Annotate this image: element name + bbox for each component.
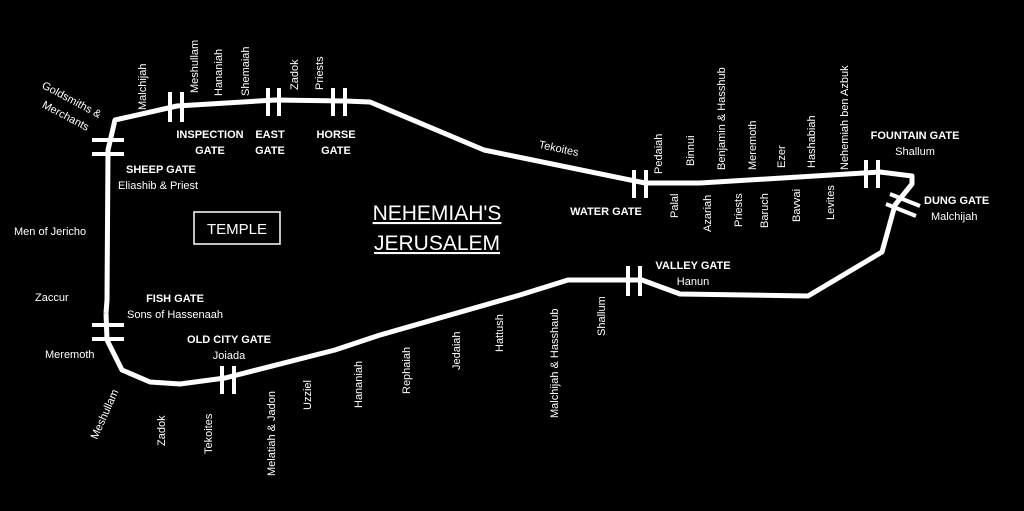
builder-baruch: Baruch xyxy=(759,193,771,228)
builder-binnui: Binnui xyxy=(685,135,697,166)
builder-shemaiah: Shemaiah xyxy=(240,46,252,96)
builder-ezer: Ezer xyxy=(776,145,788,168)
builder-pedaiah: Pedaiah xyxy=(653,134,665,174)
builder-meremoth-west: Meremoth xyxy=(45,349,95,361)
map-title-line2: JERUSALEM xyxy=(374,232,500,255)
builder-priests-north: Priests xyxy=(314,56,326,90)
sheep-gate-name: SHEEP GATE xyxy=(126,164,196,176)
dung-gate-marker xyxy=(885,192,921,218)
east-gate-line1: EAST xyxy=(255,129,285,141)
city-wall xyxy=(103,97,915,387)
east-gate-marker xyxy=(266,88,281,116)
map-title-line1: NEHEMIAH'S xyxy=(373,202,502,225)
sheep-gate-marker xyxy=(92,138,124,156)
builder-meshullam-south: Meshullam xyxy=(89,388,122,441)
builder-hashabiah: Hashabiah xyxy=(806,115,818,168)
fountain-gate-marker xyxy=(864,160,880,188)
old-city-gate-name: OLD CITY GATE xyxy=(187,334,271,346)
east-gate-line2: GATE xyxy=(255,145,285,157)
builder-bavvai: Bavvai xyxy=(791,189,803,222)
builder-tekoites-north: Tekoites xyxy=(538,139,580,159)
builder-rephaiah: Rephaiah xyxy=(401,347,413,394)
builder-tekoites-south: Tekoites xyxy=(203,413,215,454)
builder-benjamin-hasshub: Benjamin & Hasshub xyxy=(716,67,728,170)
builder-palal: Palal xyxy=(669,194,681,218)
water-gate-marker xyxy=(632,170,648,198)
fish-gate-marker xyxy=(92,323,124,341)
builder-meshullam-north: Meshullam xyxy=(189,40,201,93)
dung-gate-builder: Malchijah xyxy=(931,211,977,223)
valley-gate-builder: Hanun xyxy=(677,276,709,288)
fountain-gate-builder: Shallum xyxy=(895,146,935,158)
builder-jedaiah: Jedaiah xyxy=(451,331,463,370)
horse-gate-line2: GATE xyxy=(321,145,351,157)
sheep-gate-builder: Eliashib & Priest xyxy=(118,180,198,192)
fish-gate-name: FISH GATE xyxy=(146,293,204,305)
old-city-gate-marker xyxy=(220,366,236,394)
valley-gate-name: VALLEY GATE xyxy=(655,260,730,272)
fountain-gate-name: FOUNTAIN GATE xyxy=(871,130,960,142)
builder-priests-east: Priests xyxy=(733,193,745,227)
builder-malchijah-north: Malchijah xyxy=(137,64,149,110)
horse-gate-marker xyxy=(331,88,347,116)
builder-meremoth-east: Meremoth xyxy=(747,120,759,170)
builder-malchijah-hasshaub: Malchijah & Hasshaub xyxy=(549,309,561,418)
inspection-gate-marker xyxy=(168,92,184,122)
builder-levites: Levites xyxy=(825,185,837,220)
builder-men-of-jericho: Men of Jericho xyxy=(14,226,86,238)
builder-uzziel: Uzziel xyxy=(302,380,314,410)
builder-melatiah-jadon: Melatiah & Jadon xyxy=(266,391,278,476)
builder-zadok-south: Zadok xyxy=(156,415,168,446)
builder-hattush: Hattush xyxy=(494,314,506,352)
builder-zadok-north: Zadok xyxy=(289,59,301,90)
builder-hananiah-south: Hananiah xyxy=(353,361,365,408)
builder-zaccur: Zaccur xyxy=(35,292,69,304)
builder-azariah: Azariah xyxy=(702,195,714,232)
horse-gate-line1: HORSE xyxy=(316,129,355,141)
water-gate-name: WATER GATE xyxy=(570,206,642,218)
old-city-gate-builder: Joiada xyxy=(213,350,246,362)
temple-label: TEMPLE xyxy=(207,221,267,238)
inspection-gate-line2: GATE xyxy=(195,145,225,157)
fish-gate-builder: Sons of Hassenaah xyxy=(127,309,223,321)
valley-gate-marker xyxy=(626,266,642,296)
builder-shallum-south: Shallum xyxy=(596,296,608,336)
builder-hananiah-north: Hananiah xyxy=(213,49,225,96)
builder-nehemiah-ben-azbuk: Nehemiah ben Azbuk xyxy=(839,65,851,170)
dung-gate-name: DUNG GATE xyxy=(924,195,989,207)
inspection-gate-line1: INSPECTION xyxy=(176,129,243,141)
temple-box xyxy=(193,211,281,245)
